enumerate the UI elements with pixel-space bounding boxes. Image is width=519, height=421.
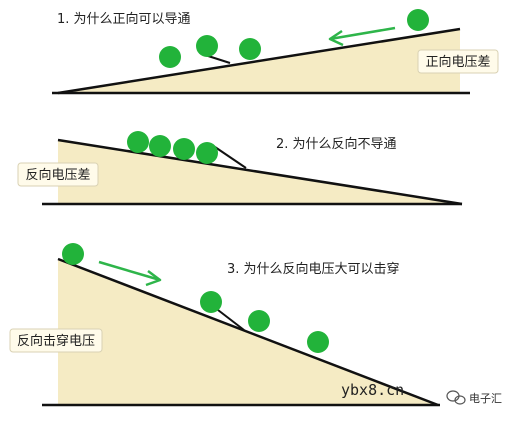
forward-badge: 正向电压差 (417, 49, 499, 74)
breakdown-ball-1 (62, 243, 84, 265)
panel-reverse: 2. 为什么反向不导通 反向电压差 (17, 131, 463, 206)
panel-breakdown: 3. 为什么反向电压大可以击穿 反向击穿电压 (9, 243, 440, 407)
right-arrow-icon (98, 260, 162, 287)
reverse-ball-1 (127, 131, 149, 153)
forward-ball-4 (407, 9, 429, 31)
breakdown-ball-link (217, 309, 245, 331)
reverse-ball-link (214, 146, 247, 169)
reverse-ball-4 (196, 142, 218, 164)
breakdown-caption: 3. 为什么反向电压大可以击穿 (227, 261, 400, 277)
breakdown-ramp-slope (57, 257, 439, 407)
reverse-ball-2 (149, 135, 171, 157)
reverse-badge: 反向电压差 (17, 162, 99, 187)
watermark: ybx8.cn 电子汇 (341, 381, 502, 405)
reverse-badge-text: 反向电压差 (25, 167, 90, 183)
panel-forward: 1. 为什么正向可以导通 正向电压差 (52, 9, 499, 95)
breakdown-badge: 反向击穿电压 (9, 328, 103, 353)
forward-ball-2 (196, 35, 218, 57)
watermark-brand: 电子汇 (469, 392, 502, 405)
reverse-caption: 2. 为什么反向不导通 (276, 136, 397, 152)
left-arrow-icon (328, 26, 396, 47)
forward-ball-1 (159, 46, 181, 68)
forward-caption: 1. 为什么正向可以导通 (57, 11, 191, 27)
forward-ball-3 (239, 38, 261, 60)
wechat-icon (446, 390, 466, 405)
breakdown-ball-4 (307, 331, 329, 353)
watermark-site: ybx8.cn (341, 381, 404, 399)
breakdown-ball-2 (200, 291, 222, 313)
reverse-ramp-slope (57, 138, 463, 206)
reverse-ball-3 (173, 138, 195, 160)
breakdown-badge-text: 反向击穿电压 (17, 333, 95, 349)
forward-ramp-slope (57, 27, 461, 95)
forward-badge-text: 正向电压差 (425, 54, 490, 70)
breakdown-ball-3 (248, 310, 270, 332)
